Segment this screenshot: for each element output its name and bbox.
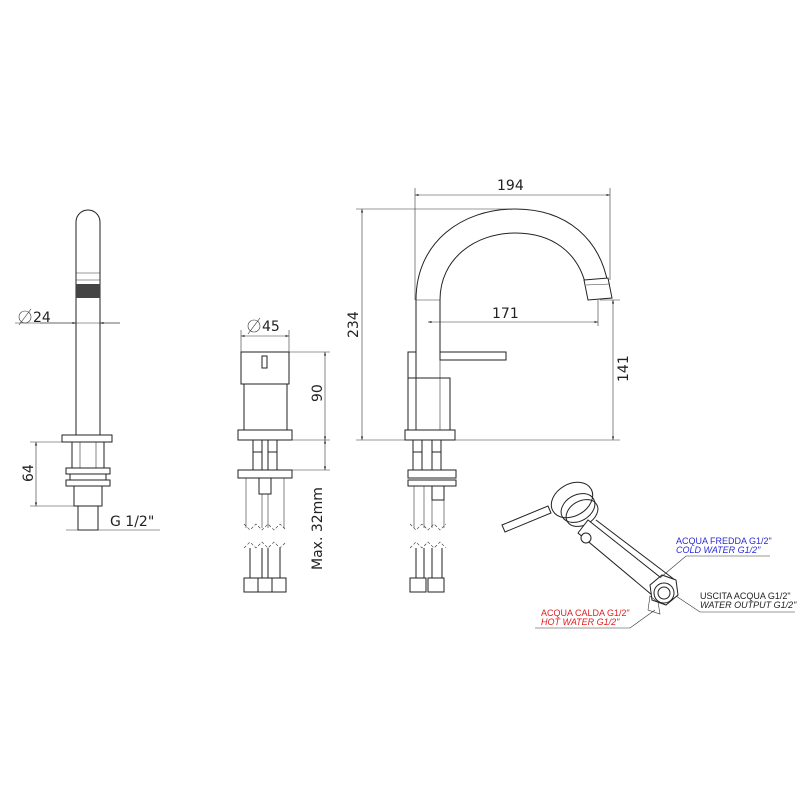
- dim-handle-diameter: 45: [262, 319, 280, 335]
- isometric-view: ACQUA FREDDA G1/2" COLD WATER G1/2" USCI…: [501, 481, 797, 629]
- callout-out-it: USCITA ACQUA G1/2": [700, 591, 791, 601]
- dim-spout-reach-total: 194: [497, 178, 524, 194]
- spout-side-view: 24 64 G 1/2": [15, 209, 160, 531]
- callout-hot-en: HOT WATER G1/2": [541, 617, 620, 627]
- spout-front-view: 194 234 171 141: [346, 178, 632, 593]
- dim-spout-outlet-height: 141: [616, 355, 632, 382]
- dim-spout-height-total: 234: [346, 311, 362, 338]
- callout-cold-it: ACQUA FREDDA G1/2": [676, 536, 772, 546]
- dim-max-deck: Max. 32mm: [310, 487, 326, 570]
- callout-out-en: WATER OUTPUT G1/2": [700, 600, 797, 610]
- dim-spout-reach: 171: [492, 306, 519, 322]
- handle-valve-view: 45 90 Max. 32mm: [237, 317, 330, 593]
- aerator: [76, 284, 100, 298]
- callout-cold-en: COLD WATER G1/2": [676, 545, 761, 555]
- dim-handle-height: 90: [310, 384, 326, 402]
- dim-shank-length: 64: [21, 464, 37, 482]
- callout-hot-it: ACQUA CALDA G1/2": [541, 608, 630, 618]
- dim-spout-diameter: 24: [33, 310, 51, 326]
- dim-thread: G 1/2": [110, 514, 154, 530]
